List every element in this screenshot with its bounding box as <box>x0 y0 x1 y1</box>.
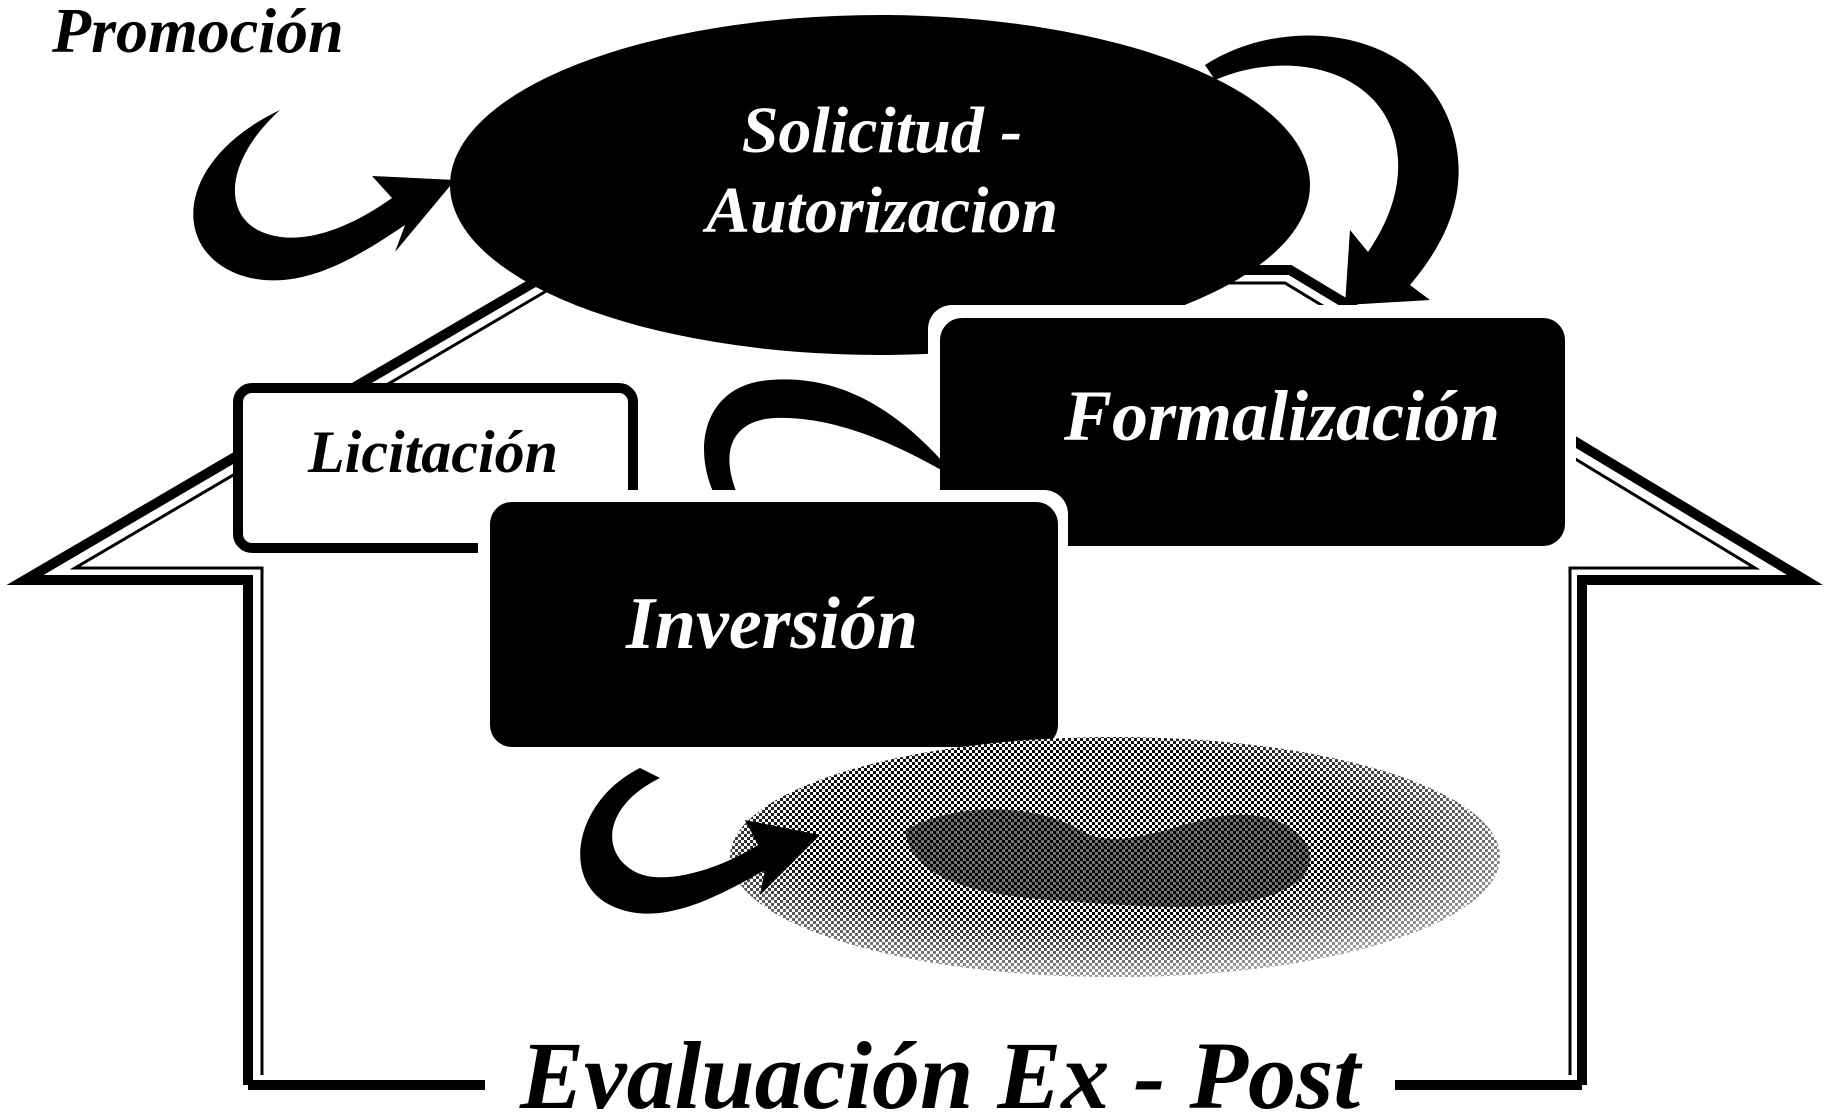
evaluation-label: Evaluación Ex - Post <box>519 1022 1363 1112</box>
evaluation-arrow-icon <box>580 768 820 914</box>
investment-label: Inversión <box>625 583 918 665</box>
dithered-ellipse-shape <box>905 809 1311 907</box>
investment-box <box>490 502 1058 747</box>
promotion-label: Promoción <box>51 0 344 66</box>
formalization-label: Formalización <box>1063 376 1500 456</box>
request-ellipse <box>450 15 1310 355</box>
request-label-line1: Solicitud - <box>742 94 1023 167</box>
formalization-box <box>940 318 1565 546</box>
investment-loop-arrow-icon <box>704 379 950 510</box>
promotion-arrow-icon <box>193 110 455 281</box>
tender-label: Licitación <box>307 419 558 485</box>
request-label-line2: Autorizacion <box>702 174 1058 247</box>
formalization-arrow-icon <box>1205 35 1459 305</box>
